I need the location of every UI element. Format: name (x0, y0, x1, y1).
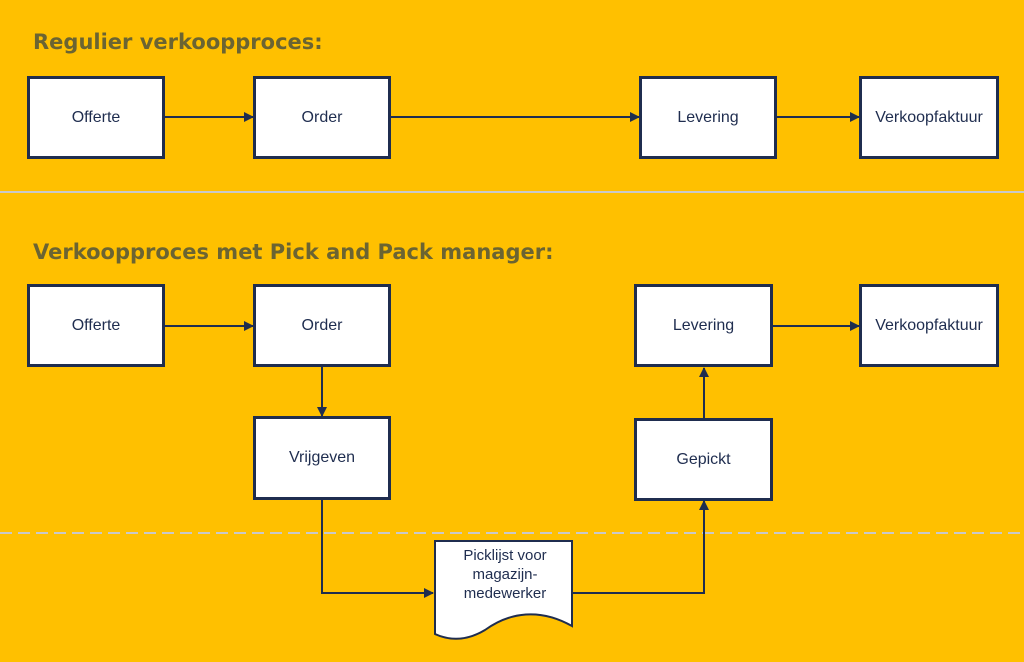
step-verkoopfaktuur-regular: Verkoopfaktuur (859, 76, 999, 159)
step-offerte-regular: Offerte (27, 76, 165, 159)
step-label: Levering (672, 316, 735, 334)
picklijst-line-2: magazijn- (472, 566, 538, 583)
step-label: Offerte (71, 108, 121, 126)
step-label: Gepickt (676, 450, 731, 468)
step-vrijgeven: Vrijgeven (253, 416, 391, 500)
picklijst-line-1: Picklijst voor (463, 547, 547, 564)
step-order-regular: Order (253, 76, 391, 159)
picklijst-document-label: Picklijst voor magazijn- medewerker (437, 546, 573, 603)
picklijst-line-3: medewerker (463, 585, 547, 602)
step-label: Order (301, 316, 343, 334)
step-order-pickpack: Order (253, 284, 391, 367)
arrow-vrijgeven-picklijst (321, 500, 434, 598)
step-gepickt: Gepickt (634, 418, 773, 501)
step-label: Offerte (71, 316, 121, 334)
section-title-regular: Regulier verkoopproces: (33, 30, 323, 54)
section-title-pickpack: Verkoopproces met Pick and Pack manager: (33, 240, 554, 264)
step-label: Verkoopfaktuur (875, 316, 983, 334)
picklijst-document-shape (434, 540, 573, 640)
step-label: Order (301, 108, 343, 126)
step-label: Verkoopfaktuur (875, 108, 983, 126)
step-label: Vrijgeven (288, 449, 356, 466)
step-verkoopfaktuur-pickpack: Verkoopfaktuur (859, 284, 999, 367)
step-levering-regular: Levering (639, 76, 777, 159)
arrow-picklijst-gepickt (573, 500, 709, 594)
step-offerte-pickpack: Offerte (27, 284, 165, 367)
step-levering-pickpack: Levering (634, 284, 773, 367)
step-label: Levering (677, 108, 739, 126)
